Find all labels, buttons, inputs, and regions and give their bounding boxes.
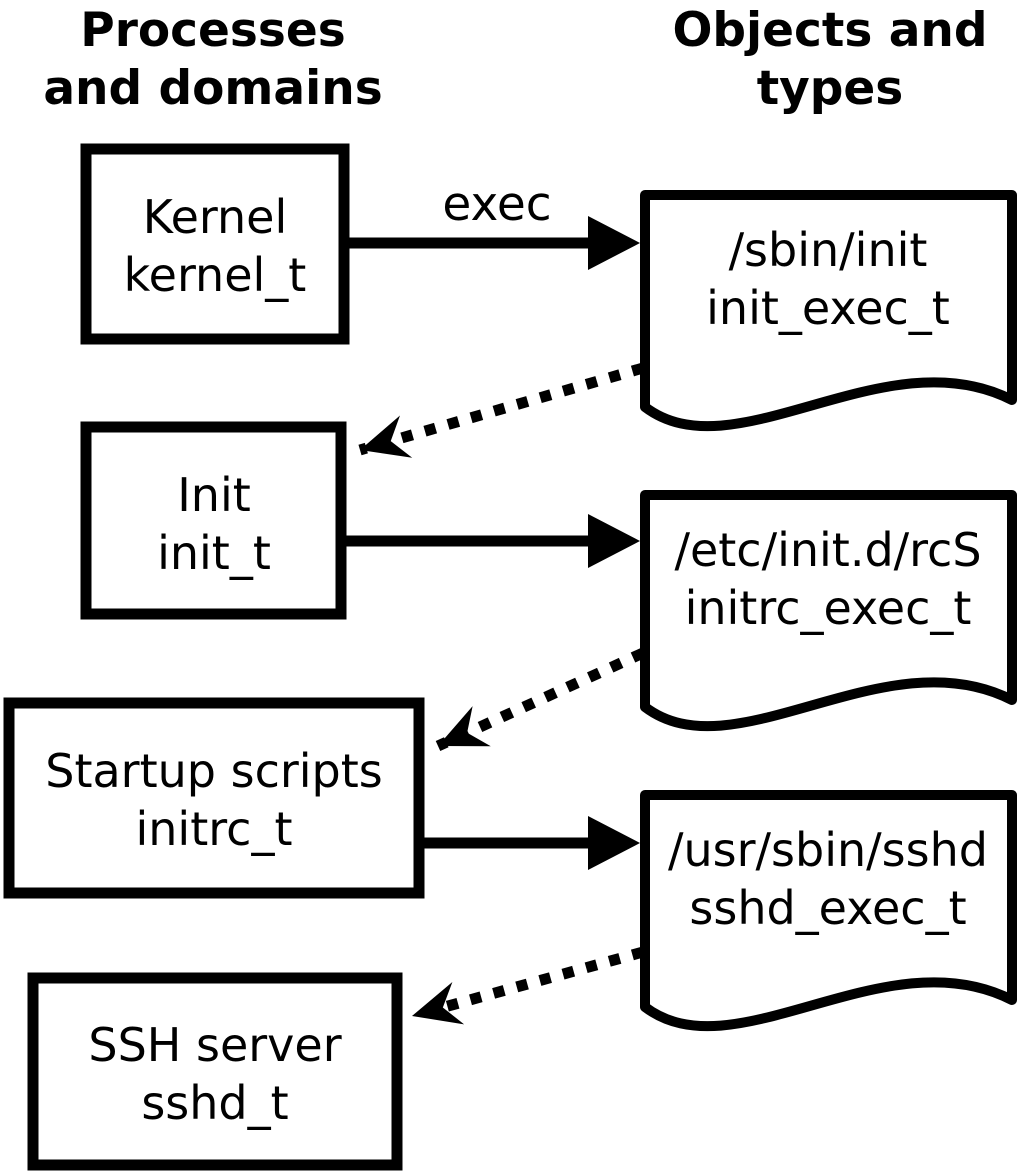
exec-arrow-label: exec xyxy=(442,177,551,232)
heading-objects-line2: types xyxy=(757,61,904,116)
object-path: /sbin/init xyxy=(729,223,928,277)
heading-processes-line2: and domains xyxy=(43,61,382,116)
column-heading-objects: Objects and types xyxy=(672,3,987,116)
heading-processes-line1: Processes xyxy=(80,3,345,58)
process-box-startup-scripts: Startup scripts initrc_t xyxy=(3,697,425,899)
object-type: initrc_exec_t xyxy=(685,581,972,635)
exec-arrowhead-icon xyxy=(588,216,640,270)
object-doc-etc-initd-rcs: /etc/init.d/rcS initrc_exec_t xyxy=(640,490,1017,731)
process-box-init: Init init_t xyxy=(80,421,347,620)
process-box-ssh-server: SSH server sshd_t xyxy=(27,972,403,1171)
exec-arrow-kernel-to-sbin-init: exec xyxy=(348,177,640,270)
exec-arrow-initrc-to-sshd xyxy=(419,816,640,870)
process-domain-type: initrc_t xyxy=(136,802,293,856)
object-doc-usr-sbin-sshd: /usr/sbin/sshd sshd_exec_t xyxy=(640,790,1017,1031)
object-type: init_exec_t xyxy=(706,281,950,335)
exec-arrowhead-icon xyxy=(588,514,640,568)
process-box-rect xyxy=(80,421,347,620)
object-type: sshd_exec_t xyxy=(689,881,966,935)
document-shape xyxy=(640,790,1017,1031)
exec-arrowhead-icon xyxy=(588,816,640,870)
column-heading-processes: Processes and domains xyxy=(43,3,382,116)
document-shape xyxy=(640,190,1017,431)
exec-arrow-init-to-rcs xyxy=(342,514,640,568)
process-box-rect xyxy=(80,143,350,345)
process-name: Kernel xyxy=(143,190,288,244)
transition-arrow-sshd-exec-to-sshd-t xyxy=(410,946,645,1025)
process-name: Init xyxy=(177,468,251,522)
process-box-rect xyxy=(27,972,403,1171)
process-domain-type: init_t xyxy=(157,526,271,580)
process-domain-type: kernel_t xyxy=(124,248,307,302)
process-name: Startup scripts xyxy=(45,744,383,798)
object-path: /usr/sbin/sshd xyxy=(668,823,988,877)
object-doc-sbin-init: /sbin/init init_exec_t xyxy=(640,190,1017,431)
process-box-kernel: Kernel kernel_t xyxy=(80,143,350,345)
transition-arrow-init-exec-to-init-t xyxy=(358,362,645,458)
process-name: SSH server xyxy=(88,1018,341,1072)
object-path: /etc/init.d/rcS xyxy=(674,523,981,577)
process-box-rect xyxy=(3,697,425,899)
document-shape xyxy=(640,490,1017,731)
process-domain-type: sshd_t xyxy=(141,1076,288,1130)
heading-objects-line1: Objects and xyxy=(672,3,987,58)
transition-arrow-initrc-exec-to-initrc-t xyxy=(435,647,646,752)
